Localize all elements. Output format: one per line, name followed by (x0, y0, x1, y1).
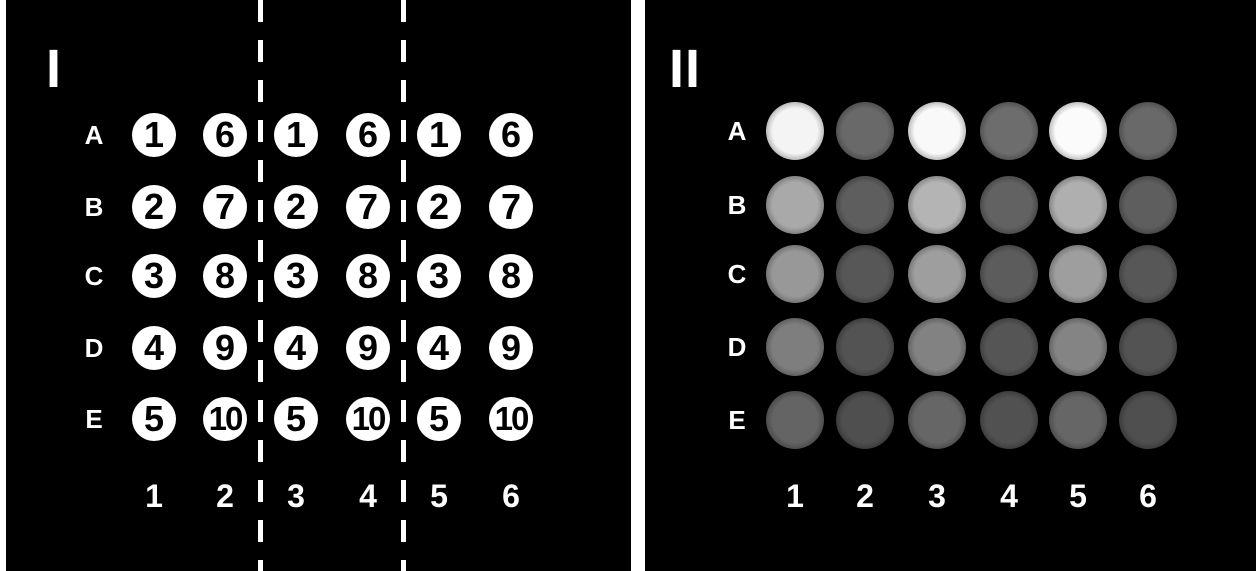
fluorescent-well (766, 318, 824, 376)
sample-number-circle: 4 (132, 326, 176, 370)
fluorescent-well (766, 245, 824, 303)
column-label: 3 (276, 476, 316, 516)
fluorescent-well (836, 176, 894, 234)
sample-number-circle: 6 (489, 113, 533, 157)
sample-number-circle: 1 (274, 113, 318, 157)
sample-number-circle: 3 (417, 254, 461, 298)
sample-number-circle: 1 (417, 113, 461, 157)
fluorescent-well (836, 318, 894, 376)
sample-number-circle: 3 (274, 254, 318, 298)
fluorescent-well (908, 102, 966, 160)
fluorescent-well (766, 102, 824, 160)
column-label: 1 (134, 476, 174, 516)
fluorescent-well (836, 102, 894, 160)
row-label: C (722, 259, 752, 289)
sample-number-circle: 5 (274, 397, 318, 441)
fluorescent-well (908, 391, 966, 449)
column-label: 2 (205, 476, 245, 516)
fluorescent-well (1119, 391, 1177, 449)
dashed-divider (401, 0, 406, 571)
fluorescent-well (908, 176, 966, 234)
column-label: 4 (989, 476, 1029, 516)
fluorescent-well (908, 245, 966, 303)
sample-number-circle: 10 (489, 397, 533, 441)
sample-number-circle: 10 (346, 397, 390, 441)
fluorescent-well (980, 102, 1038, 160)
sample-number-circle: 3 (132, 254, 176, 298)
fluorescent-well (766, 391, 824, 449)
sample-number-circle: 1 (132, 113, 176, 157)
sample-number-circle: 9 (346, 326, 390, 370)
column-label: 3 (917, 476, 957, 516)
fluorescent-well (1119, 245, 1177, 303)
row-label: B (722, 190, 752, 220)
row-label: A (722, 116, 752, 146)
sample-number-circle: 5 (132, 397, 176, 441)
column-label: 1 (775, 476, 815, 516)
fluorescent-well (836, 391, 894, 449)
fluorescent-well (980, 245, 1038, 303)
fluorescent-well (1049, 245, 1107, 303)
sample-number-circle: 9 (203, 326, 247, 370)
sample-number-circle: 7 (489, 185, 533, 229)
row-label: C (79, 261, 109, 291)
row-label: E (79, 404, 109, 434)
fluorescent-well (1119, 318, 1177, 376)
column-label: 4 (348, 476, 388, 516)
sample-number-circle: 8 (203, 254, 247, 298)
sample-number-circle: 7 (346, 185, 390, 229)
fluorescent-well (1049, 391, 1107, 449)
sample-number-circle: 9 (489, 326, 533, 370)
column-label: 5 (1058, 476, 1098, 516)
sample-number-circle: 4 (417, 326, 461, 370)
fluorescent-well (980, 391, 1038, 449)
fluorescent-well (836, 245, 894, 303)
sample-number-circle: 2 (274, 185, 318, 229)
sample-number-circle: 6 (346, 113, 390, 157)
sample-number-circle: 8 (489, 254, 533, 298)
column-label: 6 (1128, 476, 1168, 516)
column-label: 6 (491, 476, 531, 516)
sample-number-circle: 5 (417, 397, 461, 441)
sample-number-circle: 8 (346, 254, 390, 298)
panel-label: II (669, 42, 701, 96)
row-label: D (79, 333, 109, 363)
panel-label: I (46, 42, 59, 96)
sample-number-circle: 4 (274, 326, 318, 370)
row-label: D (722, 332, 752, 362)
fluorescent-well (1119, 176, 1177, 234)
column-label: 2 (845, 476, 885, 516)
fluorescent-well (980, 318, 1038, 376)
column-label: 5 (419, 476, 459, 516)
fluorescent-well (1049, 102, 1107, 160)
row-label: E (722, 405, 752, 435)
fluorescent-well (1119, 102, 1177, 160)
fluorescent-well (908, 318, 966, 376)
sample-number-circle: 10 (203, 397, 247, 441)
fluorescent-well (1049, 176, 1107, 234)
row-label: B (79, 192, 109, 222)
fluorescent-well (1049, 318, 1107, 376)
sample-number-circle: 7 (203, 185, 247, 229)
sample-number-circle: 6 (203, 113, 247, 157)
fluorescent-well (980, 176, 1038, 234)
sample-number-circle: 2 (417, 185, 461, 229)
dashed-divider (258, 0, 263, 571)
fluorescent-well (766, 176, 824, 234)
sample-number-circle: 2 (132, 185, 176, 229)
row-label: A (79, 120, 109, 150)
